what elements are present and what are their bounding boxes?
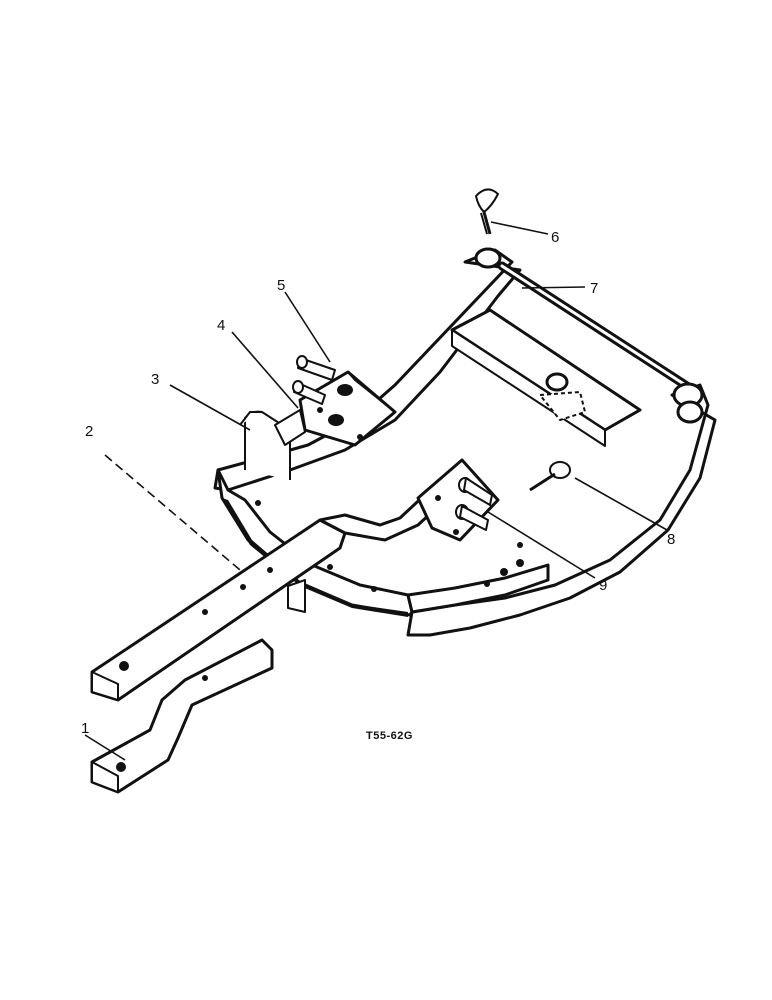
figure-reference: T55-62G <box>366 730 413 742</box>
callout-7: 7 <box>590 280 598 297</box>
callout-2: 2 <box>85 423 93 440</box>
callout-6: 6 <box>551 229 559 246</box>
callout-5: 5 <box>277 277 285 294</box>
linch-pin <box>475 188 499 235</box>
cross-plate <box>450 308 642 447</box>
main-drawbar <box>90 468 472 702</box>
callout-9: 9 <box>599 577 607 594</box>
hitch-bolt <box>529 461 571 492</box>
rear-bracket <box>416 458 500 542</box>
center-knob <box>545 372 569 392</box>
callout-1: 1 <box>81 720 89 737</box>
pivot-pin <box>474 247 704 424</box>
swivel-bracket <box>292 355 397 447</box>
callout-3: 3 <box>151 371 159 388</box>
callout-4: 4 <box>217 317 225 334</box>
callout-labels: 1 2 3 4 5 6 7 8 9 <box>81 229 675 737</box>
clamp-plate <box>274 409 306 446</box>
offset-drawbar <box>90 638 274 794</box>
callout-8: 8 <box>667 531 675 548</box>
leader-lines <box>84 221 668 761</box>
